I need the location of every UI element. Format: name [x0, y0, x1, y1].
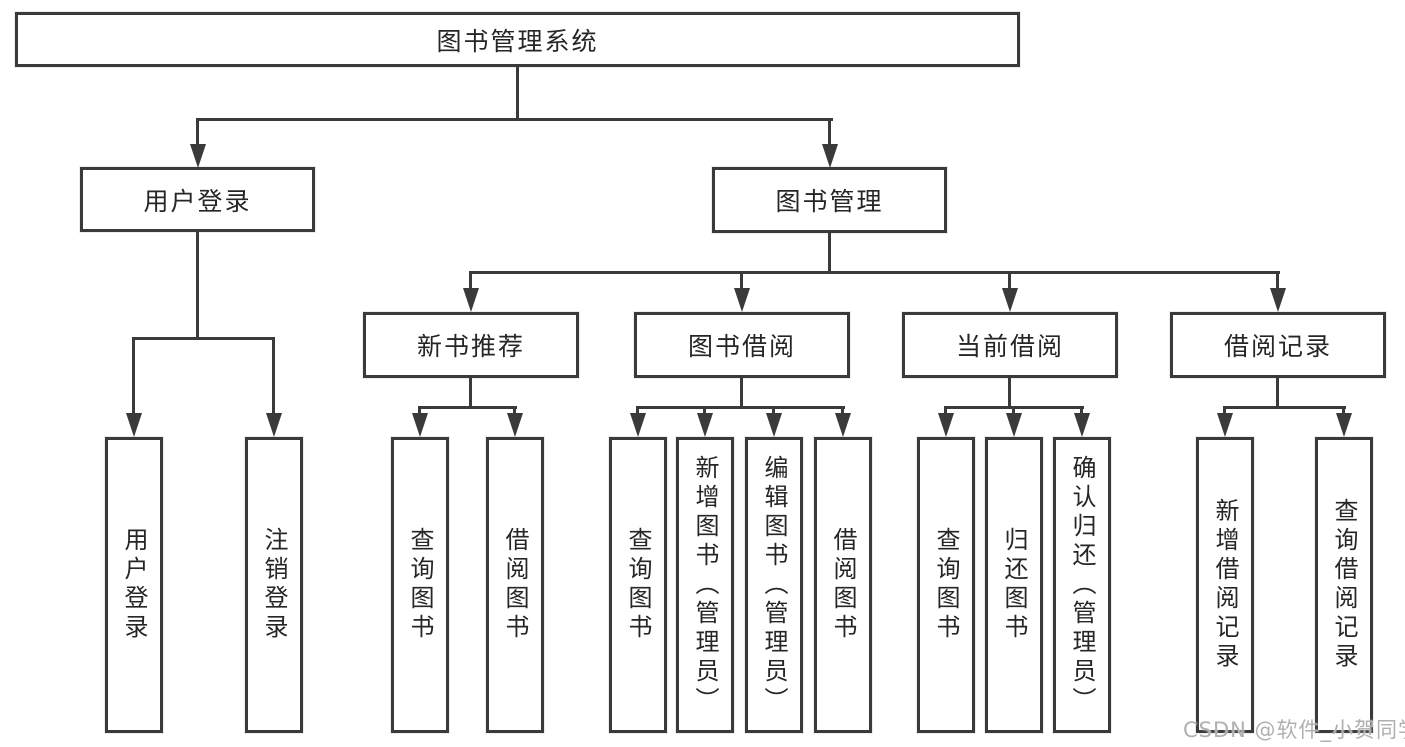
connector-line [828, 233, 831, 274]
node-label: 编辑图书（管理员） [760, 454, 788, 716]
connector-line [418, 406, 421, 416]
arrow-down-icon [630, 413, 646, 437]
node-label: 新增图书（管理员） [691, 454, 719, 716]
node-label: 当前借阅 [955, 332, 1064, 361]
node-current-borrowing: 当前借阅 [902, 312, 1118, 378]
connector-line [636, 406, 639, 416]
leaf-query-books-1: 查询图书 [391, 437, 449, 733]
connector-line [1012, 406, 1015, 416]
connector-line [196, 118, 833, 121]
node-label: 查询图书 [624, 527, 652, 643]
node-root-library-system: 图书管理系统 [15, 12, 1020, 67]
connector-line [469, 271, 472, 291]
leaf-return-books: 归还图书 [985, 437, 1043, 733]
connector-line [132, 337, 275, 340]
connector-line [1276, 378, 1279, 409]
node-label: 确认归还（管理员） [1068, 454, 1096, 716]
leaf-user-login: 用户登录 [105, 437, 163, 733]
connector-line [841, 406, 844, 416]
arrow-down-icon [1217, 413, 1233, 437]
connector-line [772, 406, 775, 416]
node-label: 新增借阅记录 [1211, 498, 1239, 672]
node-label: 查询借阅记录 [1330, 498, 1358, 672]
node-label: 注销登录 [260, 527, 288, 643]
node-label: 图书管理 [775, 187, 884, 216]
node-borrowing-records: 借阅记录 [1170, 312, 1386, 378]
node-label: 借阅图书 [829, 527, 857, 643]
leaf-query-books-2: 查询图书 [609, 437, 667, 733]
leaf-borrow-books-2: 借阅图书 [814, 437, 872, 733]
connector-line [1223, 406, 1226, 416]
node-book-management: 图书管理 [712, 167, 947, 233]
arrow-down-icon [463, 288, 479, 312]
connector-line [1080, 406, 1083, 416]
connector-line [1008, 378, 1011, 409]
node-label: 用户登录 [143, 186, 252, 216]
connector-line [1223, 406, 1346, 409]
arrow-down-icon [938, 413, 954, 437]
arrow-down-icon [1074, 413, 1090, 437]
connector-line [740, 378, 743, 409]
node-label: 借阅图书 [501, 527, 529, 643]
arrow-down-icon [190, 144, 206, 168]
leaf-borrow-books-1: 借阅图书 [486, 437, 544, 733]
node-label: 图书借阅 [687, 332, 796, 361]
connector-line [469, 378, 472, 409]
node-label: 新书推荐 [416, 332, 525, 361]
node-label: 借阅记录 [1223, 332, 1332, 361]
arrow-down-icon [697, 413, 713, 437]
arrow-down-icon [1002, 288, 1018, 312]
node-label: 用户登录 [120, 527, 148, 643]
arrow-down-icon [1006, 413, 1022, 437]
arrow-down-icon [1336, 413, 1352, 437]
node-label: 查询图书 [406, 527, 434, 643]
connector-line [196, 118, 199, 148]
arrow-down-icon [126, 413, 142, 437]
connector-line [272, 337, 275, 417]
connector-line [828, 118, 831, 148]
node-label: 查询图书 [932, 527, 960, 643]
leaf-edit-books-admin: 编辑图书（管理员） [745, 437, 803, 733]
connector-line [740, 271, 743, 291]
connector-line [469, 271, 1280, 274]
connector-line [196, 232, 199, 339]
connector-line [513, 406, 516, 416]
node-new-book-recommend: 新书推荐 [363, 312, 579, 378]
connector-line [1008, 271, 1011, 291]
arrow-down-icon [835, 413, 851, 437]
connector-line [516, 67, 519, 118]
node-label: 归还图书 [1000, 527, 1028, 643]
node-user-login: 用户登录 [80, 167, 315, 232]
arrow-down-icon [734, 288, 750, 312]
arrow-down-icon [766, 413, 782, 437]
connector-line [418, 406, 517, 409]
node-label: 图书管理系统 [436, 26, 599, 56]
connector-line [636, 406, 845, 409]
connector-line [132, 337, 135, 417]
arrow-down-icon [266, 413, 282, 437]
leaf-add-books-admin: 新增图书（管理员） [676, 437, 734, 733]
leaf-query-borrow-record: 查询借阅记录 [1315, 437, 1373, 733]
csdn-watermark: CSDN @软件_小贺同学 [1183, 718, 1405, 742]
leaf-logout: 注销登录 [245, 437, 303, 733]
node-book-borrowing: 图书借阅 [634, 312, 850, 378]
leaf-confirm-return-admin: 确认归还（管理员） [1053, 437, 1111, 733]
arrow-down-icon [822, 144, 838, 168]
arrow-down-icon [1270, 288, 1286, 312]
leaf-query-books-3: 查询图书 [917, 437, 975, 733]
arrow-down-icon [412, 413, 428, 437]
connector-line [1342, 406, 1345, 416]
connector-line [944, 406, 947, 416]
connector-line [1276, 271, 1279, 291]
leaf-add-borrow-record: 新增借阅记录 [1196, 437, 1254, 733]
arrow-down-icon [507, 413, 523, 437]
connector-line [703, 406, 706, 416]
